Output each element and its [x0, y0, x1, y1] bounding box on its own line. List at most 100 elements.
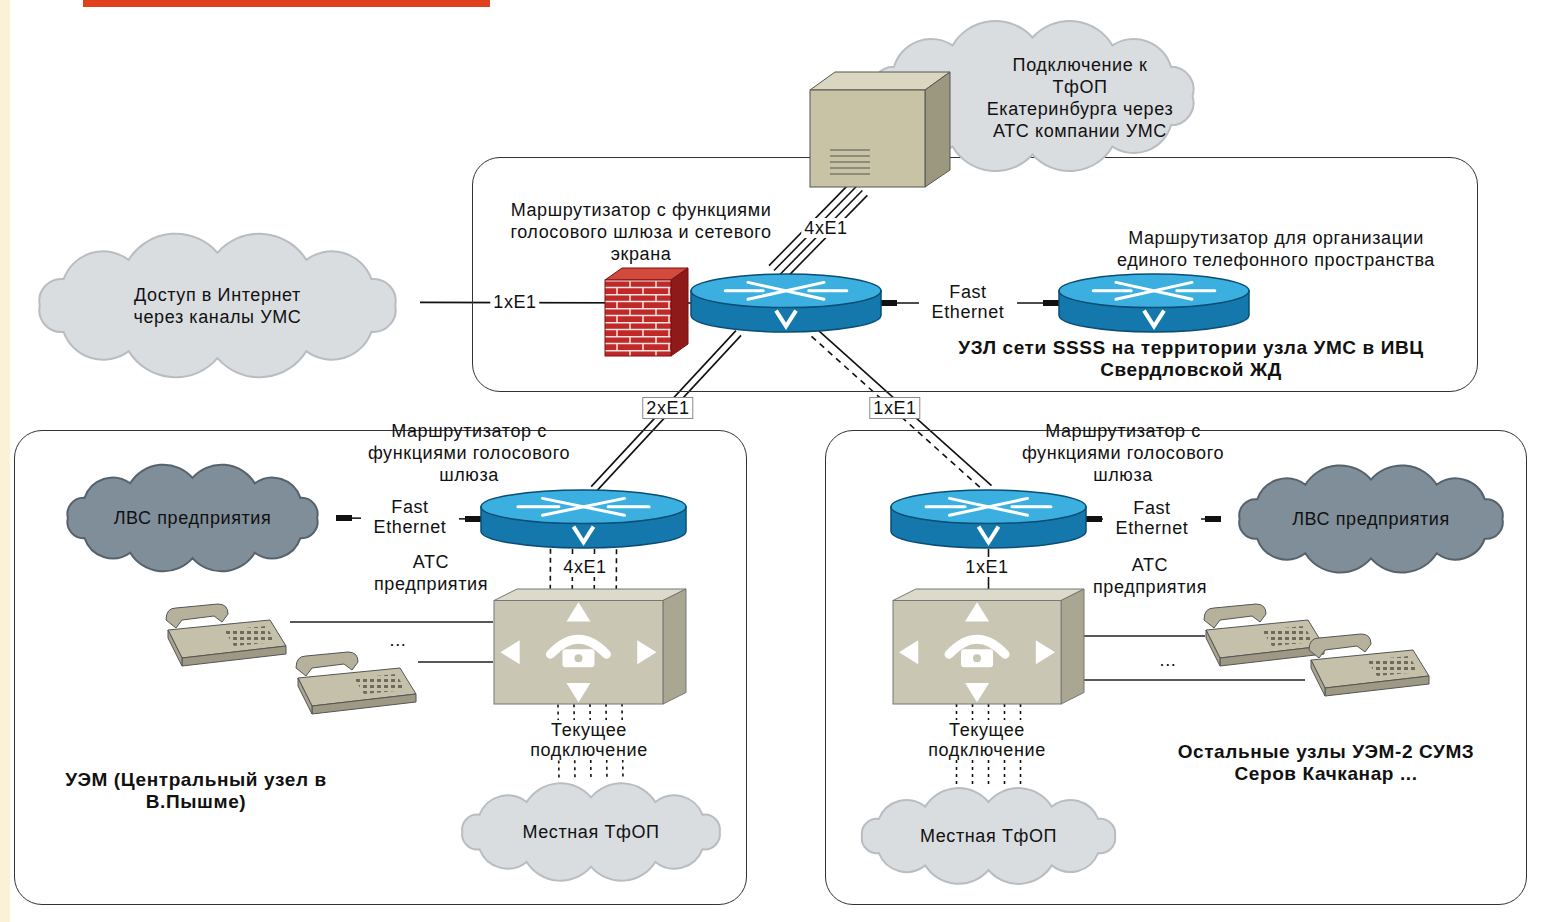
edge-label: Fast Ethernet	[919, 282, 1017, 322]
shape-part	[663, 589, 686, 704]
shape-part	[891, 490, 1086, 524]
edge-label: Fast Ethernet	[1103, 498, 1201, 538]
cloud-shape	[462, 783, 720, 880]
cloud-shape	[67, 465, 317, 572]
page-strip	[0, 0, 10, 922]
router-symbol	[481, 490, 686, 548]
shape-part	[691, 274, 881, 308]
router-symbol	[891, 490, 1086, 548]
device-caption: Маршрутизатор с функциями голосового шлю…	[998, 420, 1248, 486]
connector-line	[596, 335, 741, 491]
connector-line	[769, 181, 852, 266]
region-title: УЗЛ сети SSSS на территории узла УМС в И…	[931, 337, 1451, 381]
ellipsis-note: ...	[1160, 649, 1177, 671]
cloud-outline	[67, 465, 317, 572]
device-caption: Маршрутизатор с функциями голосового шлю…	[344, 420, 594, 486]
shape-part	[494, 601, 663, 705]
cloud-outline	[462, 783, 720, 880]
node-shape	[691, 273, 881, 333]
pbx-handset	[973, 654, 981, 662]
pbx-arrow	[500, 640, 519, 664]
shape-part	[925, 72, 950, 187]
shape-part	[776, 311, 796, 327]
cloud-shape	[39, 234, 395, 378]
connector-line	[779, 190, 862, 275]
router-node: Маршрутизатор с функциями голосового шлю…	[481, 489, 686, 549]
pbx-arrow	[965, 683, 989, 702]
region-title: Остальные узлы УЭМ-2 СУМЗ Серов Качканар…	[1166, 741, 1486, 785]
cloud-shape	[1239, 465, 1503, 572]
port-stub	[1086, 516, 1102, 522]
cloud-node: Местная ТфОП	[846, 786, 1131, 886]
shape-part	[1059, 274, 1249, 308]
cloud-text: Подключение к ТфОП Екатеринбурга через А…	[985, 54, 1175, 142]
shape-part	[725, 282, 847, 299]
phone-symbol	[1204, 604, 1324, 666]
phone-symbol	[296, 652, 416, 714]
router-symbol	[1059, 274, 1249, 332]
cloud-text: Доступ в Интернет через каналы УМС	[108, 284, 328, 328]
shape-part	[810, 90, 925, 187]
connector	[550, 549, 616, 589]
node-shape	[494, 589, 686, 704]
port-stub	[881, 300, 897, 306]
device-caption: АТС предприятия	[1091, 554, 1209, 598]
pbx-arrow	[637, 640, 656, 664]
edge-label: 4xE1	[801, 218, 850, 238]
cloud-outline	[39, 234, 395, 378]
phone-wire	[290, 622, 1305, 680]
pbx-handset	[961, 649, 993, 667]
shape-part	[979, 527, 999, 543]
cloud-node: Доступ в Интернет через каналы УМС	[15, 228, 420, 383]
shape-part	[893, 601, 1061, 705]
shape-part	[518, 498, 649, 515]
pbx-arrow	[566, 602, 590, 621]
cloud-text: Местная ТфОП	[506, 821, 676, 843]
header-bar	[83, 0, 490, 7]
router-node: Маршрутизатор с функциями голосового шлю…	[691, 273, 881, 333]
cloud-node: Подключение к ТфОП Екатеринбурга через А…	[785, 10, 1220, 188]
edge-label: Текущее подключение	[491, 720, 687, 760]
cloud-node: Местная ТфОП	[446, 781, 736, 883]
device-caption: АТС предприятия	[371, 551, 491, 595]
cloud-node: ЛВС предприятия	[1221, 461, 1521, 577]
port-stub	[1043, 300, 1059, 306]
shape-part	[481, 490, 686, 524]
router-symbol	[691, 274, 881, 332]
shape-part	[494, 589, 686, 601]
connector-line	[549, 549, 551, 589]
edge-label: 1xE1	[869, 397, 920, 419]
pbx-symbol	[893, 589, 1084, 704]
connector-line	[774, 186, 857, 271]
cloud-text: ЛВС предприятия	[1286, 508, 1456, 530]
edge-label: 4xE1	[560, 557, 609, 577]
pbx-node: АТС предприятия	[893, 589, 1084, 704]
region-title: УЭМ (Центральный узел в В.Пышме)	[56, 769, 336, 813]
region-box: УЗЛ сети SSSS на территории узла УМС в И…	[472, 157, 1478, 392]
router-node: Маршрутизатор с функциями голосового шлю…	[891, 489, 1086, 549]
shape-part	[926, 498, 1051, 515]
port-stub	[336, 515, 352, 521]
cloud-text: ЛВС предприятия	[108, 507, 278, 529]
phone-symbol	[1309, 634, 1429, 696]
pbx-arrow	[965, 602, 989, 621]
edge-label: 2xE1	[642, 397, 693, 419]
pbx-arrow	[1036, 640, 1055, 664]
pbx-arrow	[566, 683, 590, 702]
node-shape	[1059, 273, 1249, 333]
pbx-handset	[574, 654, 582, 662]
shape-part	[893, 589, 1084, 601]
shape-part	[1093, 282, 1215, 299]
device-caption: Маршрутизатор с функциями голосового шлю…	[501, 199, 781, 265]
phone-symbol	[166, 604, 286, 666]
node-shape	[15, 228, 420, 383]
firewall-symbol	[605, 268, 688, 356]
cloud-shape	[862, 788, 1115, 884]
edge-label: Текущее подключение	[889, 720, 1085, 760]
connector	[769, 181, 867, 281]
device-caption: Маршрутизатор для организации единого те…	[1116, 227, 1436, 271]
pbx-handset	[562, 649, 594, 667]
cloud-text: Местная ТфОП	[904, 825, 1074, 847]
node-shape	[481, 489, 686, 549]
port-stub	[1205, 516, 1221, 522]
